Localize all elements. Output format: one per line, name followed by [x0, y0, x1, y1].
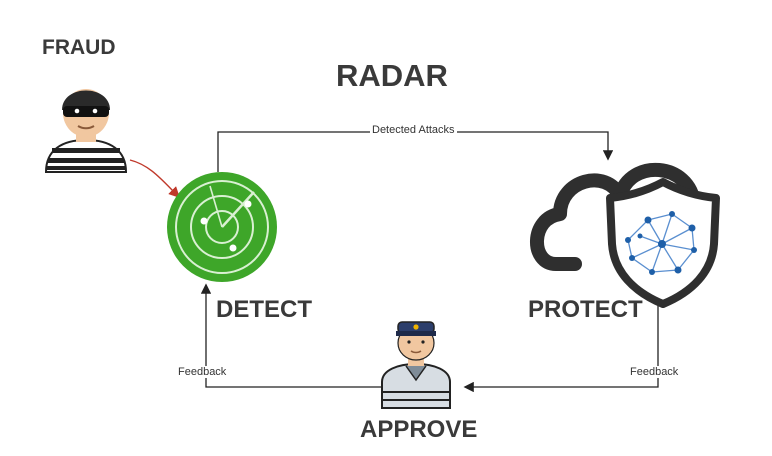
feedback-right-label: Feedback [628, 366, 681, 378]
radar-title: RADAR [336, 58, 448, 93]
fraud-label: FRAUD [42, 36, 116, 59]
protect-label: PROTECT [528, 296, 643, 323]
feedback-right-connector [463, 300, 659, 393]
detected-attacks-label: Detected Attacks [370, 124, 457, 136]
approve-label: APPROVE [360, 416, 478, 443]
detect-label: DETECT [216, 296, 312, 323]
fraud-arrow [129, 159, 180, 198]
feedback-left-label: Feedback [176, 366, 229, 378]
feedback-left-connector [200, 283, 384, 388]
